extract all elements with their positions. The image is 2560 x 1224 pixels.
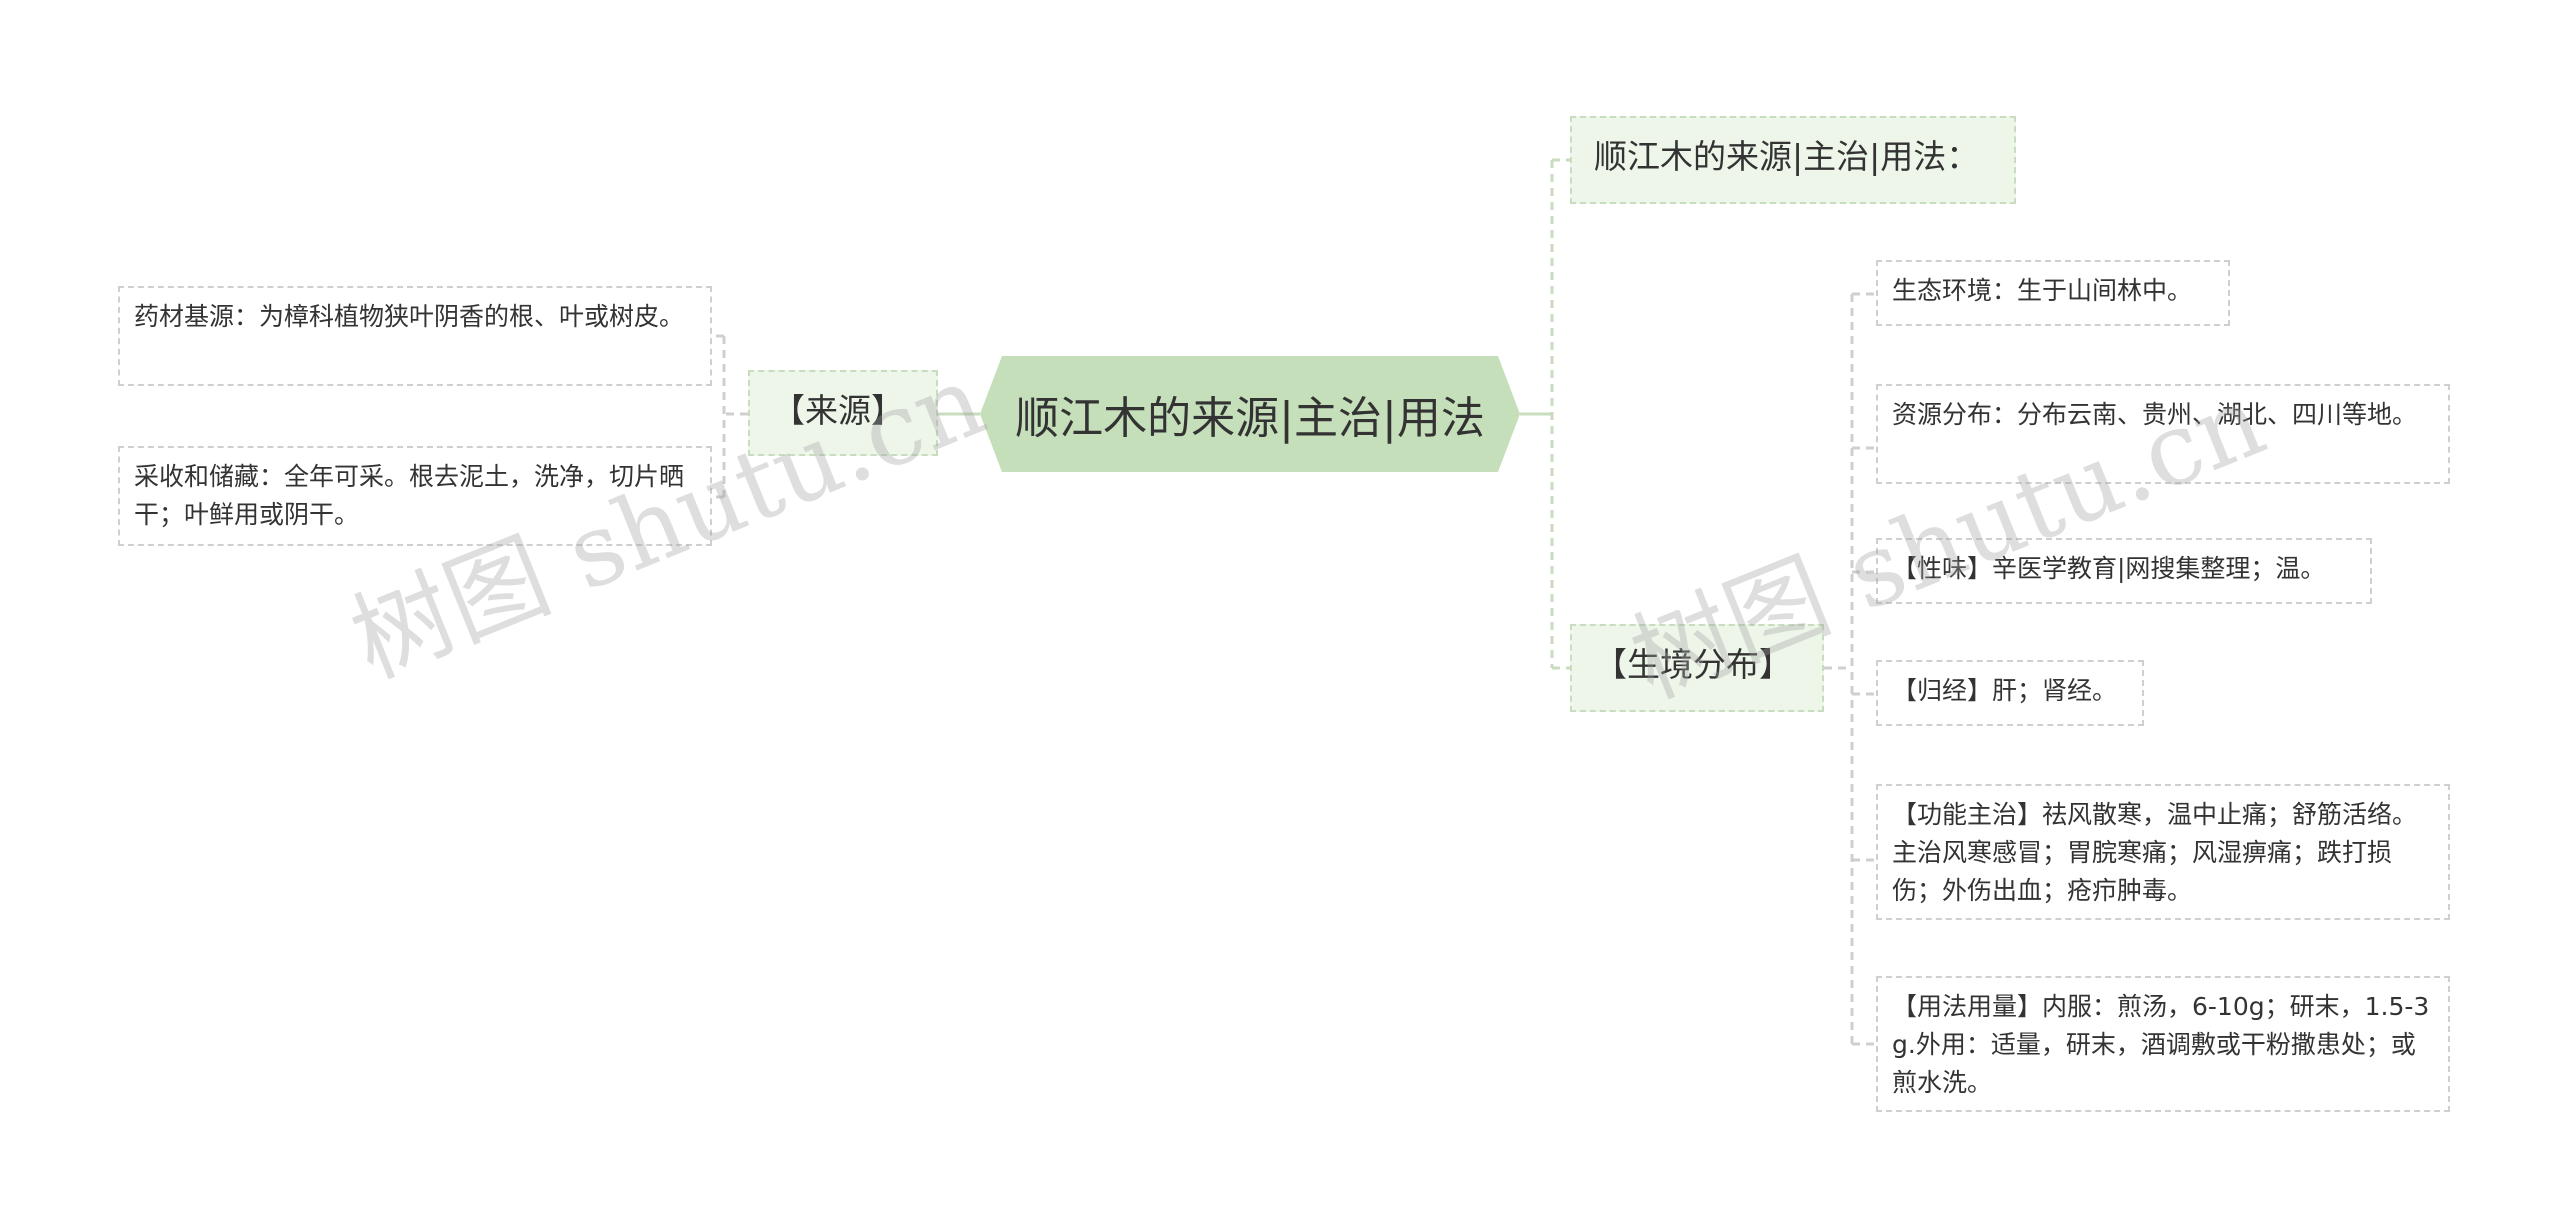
leaf-indications[interactable]: 【功能主治】祛风散寒，温中止痛；舒筋活络。主治风寒感冒；胃脘寒痛；风湿痹痛；跌打…: [1876, 784, 2450, 920]
branch-source-label: 【来源】: [772, 391, 904, 430]
leaf-dosage[interactable]: 【用法用量】内服：煎汤，6-10g；研末，1.5-3g.外用：适量，研末，酒调敷…: [1876, 976, 2450, 1112]
branch-title-repeat[interactable]: 顺江木的来源|主治|用法：: [1570, 116, 2016, 204]
branch-habitat[interactable]: 【生境分布】: [1570, 624, 1824, 712]
leaf-ecology[interactable]: 生态环境：生于山间林中。: [1876, 260, 2230, 326]
leaf-source-origin[interactable]: 药材基源：为樟科植物狭叶阴香的根、叶或树皮。: [118, 286, 712, 386]
branch-title-repeat-label: 顺江木的来源|主治|用法：: [1594, 137, 1980, 176]
leaf-distribution-text: 资源分布：分布云南、贵州、湖北、四川等地。: [1892, 400, 2418, 429]
connector-right-trunk: [1550, 158, 1570, 670]
leaf-dosage-text: 【用法用量】内服：煎汤，6-10g；研末，1.5-3g.外用：适量，研末，酒调敷…: [1892, 992, 2430, 1097]
leaf-source-harvest[interactable]: 采收和储藏：全年可采。根去泥土，洗净，切片晒干；叶鲜用或阴干。: [118, 446, 712, 546]
leaf-distribution[interactable]: 资源分布：分布云南、贵州、湖北、四川等地。: [1876, 384, 2450, 484]
leaf-source-origin-text: 药材基源：为樟科植物狭叶阴香的根、叶或树皮。: [134, 302, 685, 331]
leaf-ecology-text: 生态环境：生于山间林中。: [1892, 276, 2193, 305]
leaf-nature-taste-text: 【性味】辛医学教育|网搜集整理；温。: [1892, 554, 2326, 583]
leaf-nature-taste[interactable]: 【性味】辛医学教育|网搜集整理；温。: [1876, 538, 2372, 604]
root-node[interactable]: 顺江木的来源|主治|用法: [980, 356, 1520, 472]
leaf-indications-text: 【功能主治】祛风散寒，温中止痛；舒筋活络。主治风寒感冒；胃脘寒痛；风湿痹痛；跌打…: [1892, 800, 2418, 905]
leaf-meridian[interactable]: 【归经】肝；肾经。: [1876, 660, 2144, 726]
root-label: 顺江木的来源|主治|用法: [1015, 393, 1485, 444]
root-hexagon-shape: [980, 356, 1520, 472]
leaf-meridian-text: 【归经】肝；肾经。: [1892, 676, 2118, 705]
connector-right-leaves: [1824, 292, 1876, 1046]
branch-habitat-label: 【生境分布】: [1594, 645, 1792, 684]
branch-source[interactable]: 【来源】: [748, 370, 938, 456]
leaf-source-harvest-text: 采收和储藏：全年可采。根去泥土，洗净，切片晒干；叶鲜用或阴干。: [134, 462, 685, 529]
